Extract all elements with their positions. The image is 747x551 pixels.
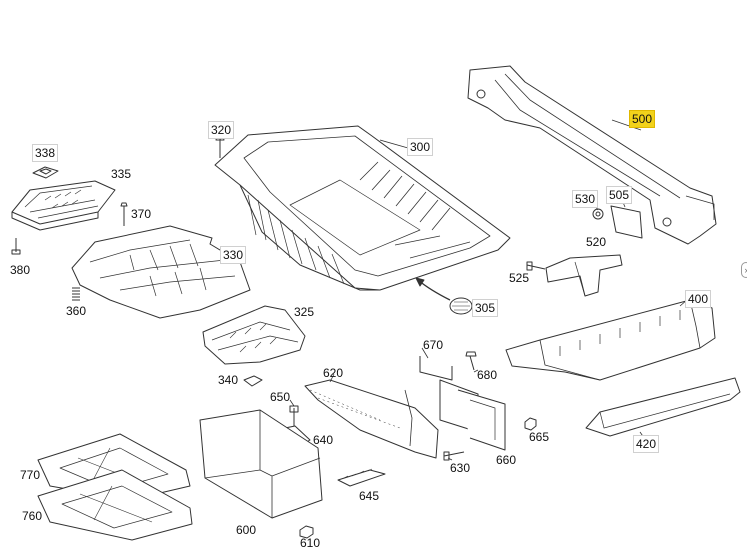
label-330[interactable]: 330 — [220, 246, 247, 264]
label-305[interactable]: 305 — [472, 299, 499, 317]
label-620[interactable]: 620 — [323, 366, 344, 380]
label-645[interactable]: 645 — [359, 489, 380, 503]
label-760[interactable]: 760 — [22, 509, 43, 523]
label-770[interactable]: 770 — [20, 468, 41, 482]
part-340-clip[interactable] — [243, 375, 263, 387]
label-400[interactable]: 400 — [685, 290, 712, 308]
part-305-plug[interactable] — [449, 297, 473, 315]
label-500[interactable]: 500 — [629, 110, 656, 128]
label-338[interactable]: 338 — [32, 144, 59, 162]
arrow-305-to-300 — [415, 277, 451, 301]
part-620-panel[interactable] — [304, 379, 439, 459]
part-630-bolt[interactable] — [443, 451, 465, 461]
label-600[interactable]: 600 — [236, 523, 257, 537]
label-650[interactable]: 650 — [270, 390, 291, 404]
label-505[interactable]: 505 — [606, 186, 633, 204]
label-420[interactable]: 420 — [633, 435, 660, 453]
part-600-box[interactable] — [199, 409, 323, 519]
part-330-shield[interactable] — [71, 225, 251, 319]
part-500-crossmember[interactable] — [467, 65, 717, 245]
part-645-strip[interactable] — [337, 468, 386, 487]
label-670[interactable]: 670 — [423, 338, 444, 352]
part-530-nut[interactable] — [592, 208, 604, 220]
label-370[interactable]: 370 — [131, 207, 152, 221]
part-520-bracket[interactable] — [545, 254, 623, 297]
part-360-spring[interactable] — [72, 287, 80, 301]
label-525[interactable]: 525 — [509, 271, 530, 285]
label-360[interactable]: 360 — [66, 304, 87, 318]
label-610[interactable]: 610 — [300, 536, 321, 550]
label-320[interactable]: 320 — [208, 121, 235, 139]
label-520[interactable]: 520 — [586, 235, 607, 249]
label-665[interactable]: 665 — [529, 430, 550, 444]
part-380-bolt[interactable] — [11, 238, 21, 255]
part-680-bolt[interactable] — [465, 351, 477, 371]
label-325[interactable]: 325 — [294, 305, 315, 319]
scroll-handle-right[interactable]: › — [741, 262, 747, 278]
part-420-rail[interactable] — [585, 377, 741, 437]
part-525-bolt[interactable] — [526, 261, 546, 271]
part-300-underbody-tray[interactable] — [214, 125, 511, 291]
part-370-bolt[interactable] — [120, 202, 128, 226]
part-670-bracket[interactable] — [419, 356, 453, 381]
part-325-shield[interactable] — [202, 305, 306, 365]
part-335-shield[interactable] — [11, 180, 116, 231]
label-335[interactable]: 335 — [111, 167, 132, 181]
label-300[interactable]: 300 — [407, 138, 434, 156]
label-380[interactable]: 380 — [10, 263, 31, 277]
label-630[interactable]: 630 — [450, 461, 471, 475]
part-505-plate[interactable] — [610, 205, 643, 239]
part-665-nut[interactable] — [524, 417, 537, 431]
part-760-plate[interactable] — [37, 469, 193, 541]
label-680[interactable]: 680 — [477, 368, 498, 382]
label-640[interactable]: 640 — [313, 433, 334, 447]
label-530[interactable]: 530 — [572, 190, 599, 208]
part-400-frame-rail[interactable] — [505, 299, 716, 381]
part-660-bracket[interactable] — [439, 379, 506, 451]
label-340[interactable]: 340 — [218, 373, 239, 387]
part-338-clip[interactable] — [32, 166, 59, 179]
label-660[interactable]: 660 — [496, 453, 517, 467]
part-610-nut[interactable] — [299, 525, 314, 539]
